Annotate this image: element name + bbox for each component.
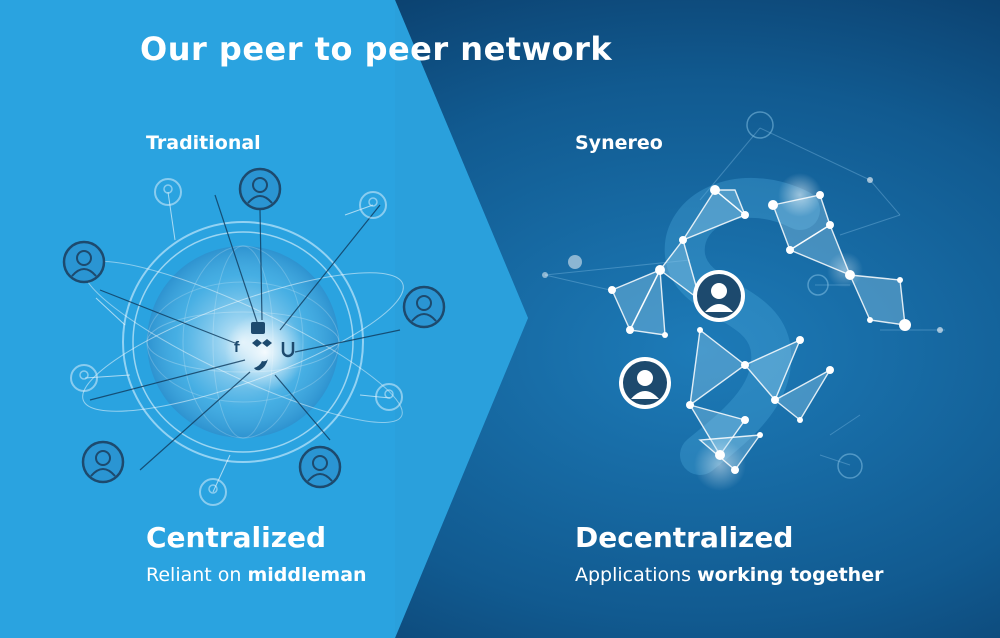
traditional-label: Traditional: [146, 132, 261, 154]
centralized-heading: Centralized: [146, 521, 326, 554]
user-avatar-icon: [693, 270, 745, 322]
decentralized-heading: Decentralized: [575, 521, 793, 554]
subtitle-text: Applications: [575, 564, 697, 586]
centralized-subtitle: Reliant on middleman: [146, 564, 367, 586]
subtitle-text: Reliant on: [146, 564, 247, 586]
synereo-label: Synereo: [575, 132, 663, 154]
page-title: Our peer to peer network: [140, 30, 612, 68]
xing-icon: [251, 322, 265, 334]
subtitle-emphasis: working together: [697, 564, 883, 586]
user-avatar-icon: [619, 357, 671, 409]
decentralized-subtitle: Applications working together: [575, 564, 883, 586]
subtitle-emphasis: middleman: [247, 564, 366, 586]
